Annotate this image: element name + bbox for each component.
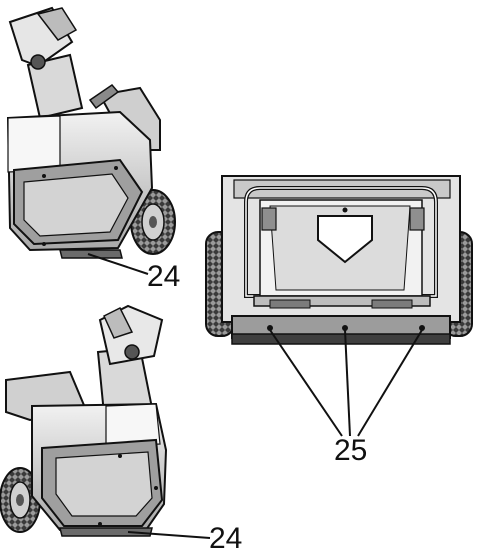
front-view-scraper-bar [231,315,451,345]
top-leader-line [87,253,149,275]
top-view-chute [8,6,84,120]
top-side-view [6,6,176,275]
bottom-view-auger-housing [31,402,168,531]
front-view-chute-plate [317,215,373,264]
bottom-view-scraper-bar [59,527,153,537]
bottom-leader-line [127,531,211,539]
top-view-auger-housing [6,110,154,252]
callout-24-bottom: 24 [209,522,243,555]
front-view [205,175,473,437]
right-leader-lines [269,329,423,437]
callout-24-top: 24 [147,260,181,293]
callout-25: 25 [334,434,368,467]
bottom-side-view [0,304,211,539]
bottom-view-chute [96,304,164,416]
